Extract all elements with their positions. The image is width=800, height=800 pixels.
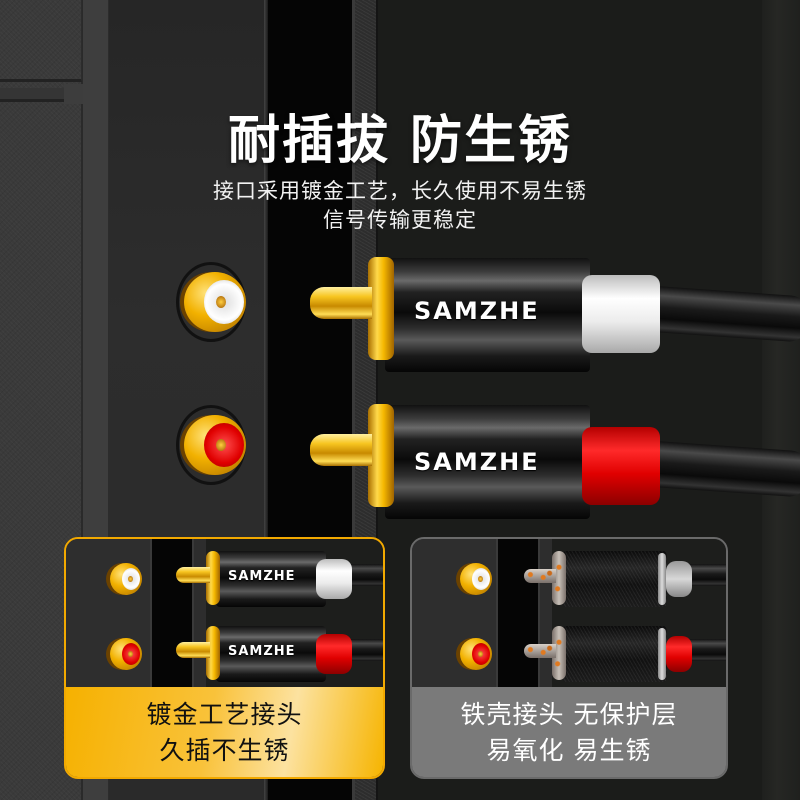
plug-rusty-collar	[552, 551, 566, 605]
subtitle-line-2: 信号传输更稳定	[323, 208, 477, 232]
plug-gold-collar	[368, 404, 394, 507]
rca-jack-white	[176, 262, 256, 342]
comparison-card-gold-plated: SAMZHE SAMZHE 镀金工艺接头 久插不生锈	[64, 537, 385, 779]
jack-center-hole	[216, 439, 226, 451]
right-edge	[762, 0, 800, 800]
plug-gold-pin	[310, 287, 372, 319]
card-scene: SAMZHE SAMZHE	[66, 539, 383, 687]
plug-gold-pin	[310, 434, 372, 466]
plug-rusty-pin	[524, 569, 556, 583]
brand-label: SAMZHE	[228, 644, 296, 659]
panel-tab	[64, 84, 84, 104]
plug-cap-gray	[666, 561, 692, 597]
plug-rusty-pin	[524, 644, 556, 658]
jack-center-hole	[478, 576, 483, 582]
jack-center-hole	[478, 651, 483, 657]
plug-gold-collar	[368, 257, 394, 360]
card-caption: 镀金工艺接头 久插不生锈	[66, 687, 383, 777]
plug-ring-gray	[658, 628, 666, 680]
brand-label: SAMZHE	[228, 569, 296, 584]
rca-jack-red	[176, 405, 256, 485]
plug-cap-red	[666, 636, 692, 672]
textured-panel	[0, 0, 84, 800]
plug-ring-gray	[658, 553, 666, 605]
plug-cap-red	[316, 634, 352, 674]
plug-barrel-iron	[562, 551, 667, 607]
plug-barrel	[216, 551, 326, 607]
comparison-card-iron-shell: 铁壳接头 无保护层 易氧化 易生锈	[410, 537, 728, 779]
card-caption: 铁壳接头 无保护层 易氧化 易生锈	[412, 687, 726, 777]
caption-line-1: 镀金工艺接头	[146, 700, 303, 729]
headline-title: 耐插拔 防生锈	[227, 111, 573, 171]
plug-gold-pin	[176, 642, 210, 658]
panel-groove	[0, 88, 64, 102]
rca-jack-white	[106, 559, 146, 599]
brand-label: SAMZHE	[414, 297, 540, 325]
subtitle-line-1: 接口采用镀金工艺，长久使用不易生锈	[213, 179, 587, 203]
plug-barrel	[216, 626, 326, 682]
brand-label: SAMZHE	[414, 448, 540, 476]
rca-jack-red	[106, 634, 146, 674]
caption-line-2: 易氧化 易生锈	[486, 736, 652, 765]
plug-barrel	[385, 405, 590, 519]
slot-edge	[264, 0, 268, 800]
plug-barrel-iron	[562, 626, 667, 682]
scene-slot	[150, 539, 194, 687]
jack-center-hole	[128, 576, 133, 582]
caption-line-1: 铁壳接头 无保护层	[460, 700, 678, 729]
rca-jack-red	[456, 634, 496, 674]
scene-strip	[194, 539, 206, 687]
plug-gold-pin	[176, 567, 210, 583]
slot-edge-right	[352, 0, 355, 800]
jack-center-hole	[216, 296, 226, 308]
panel-notch	[0, 0, 82, 82]
jack-center-hole	[128, 651, 133, 657]
rca-jack-white	[456, 559, 496, 599]
plug-gold-collar	[206, 551, 220, 605]
card-scene	[412, 539, 726, 687]
plug-cap-white	[582, 275, 660, 353]
plug-barrel	[385, 258, 590, 372]
cable	[682, 639, 726, 661]
cable	[682, 564, 726, 586]
plug-gold-collar	[206, 626, 220, 680]
scene-slot	[496, 539, 540, 687]
plug-cap-white	[316, 559, 352, 599]
caption-line-2: 久插不生锈	[159, 736, 290, 765]
scene-strip	[540, 539, 552, 687]
plug-rusty-collar	[552, 626, 566, 680]
plug-cap-red	[582, 427, 660, 505]
